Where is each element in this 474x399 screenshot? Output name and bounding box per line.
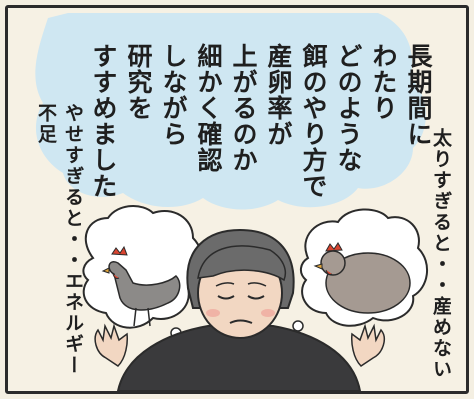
fat-hen-bubble bbox=[284, 208, 428, 344]
too-thin-note: やせすぎると・・エネルギー不足 bbox=[35, 103, 84, 376]
thin-hen-bubble bbox=[82, 205, 204, 350]
researcher-figure bbox=[94, 228, 385, 391]
illustration bbox=[35, 13, 428, 391]
too-fat-note: 太りすぎると・・産めない bbox=[430, 128, 452, 380]
panel-frame: 長期間に わたり どのような 餌のやり方で 産卵率が 上がるのか 細かく確認 し… bbox=[5, 5, 469, 394]
thought-cloud bbox=[35, 13, 426, 210]
research-narration: 長期間に わたり どのような 餌のやり方で 産卵率が 上がるのか 細かく確認 し… bbox=[89, 43, 433, 199]
